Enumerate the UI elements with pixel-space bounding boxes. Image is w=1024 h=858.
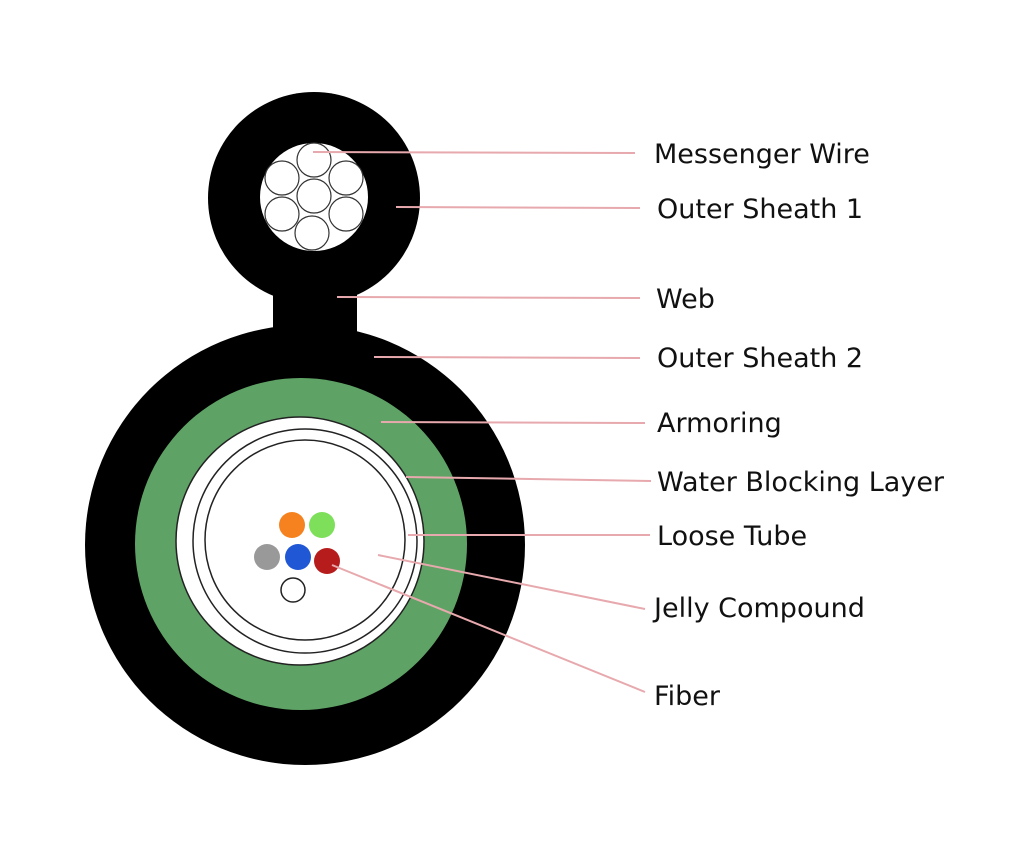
- label-web: Web: [656, 284, 715, 315]
- fiber-red: [314, 548, 340, 574]
- leader-lines: [312, 151, 652, 693]
- leader-line-outer-sheath-1: [395, 206, 641, 209]
- leader-line-outer-sheath-2: [373, 356, 641, 359]
- leader-line-jelly-compound: [377, 554, 646, 610]
- label-outer-sheath-1: Outer Sheath 1: [657, 194, 863, 225]
- fiber-orange: [279, 512, 305, 538]
- jelly-compound: [204, 439, 406, 641]
- leader-line-messenger-wire: [312, 151, 636, 154]
- label-jelly-compound: Jelly Compound: [652, 593, 865, 624]
- leader-line-web: [336, 296, 641, 299]
- messenger-strand: [296, 142, 332, 178]
- messenger-strand: [328, 160, 364, 196]
- label-loose-tube: Loose Tube: [657, 521, 807, 552]
- messenger-strand: [328, 196, 364, 232]
- leader-line-armoring: [380, 421, 646, 424]
- fibers: [254, 512, 340, 603]
- leader-line-fiber: [331, 564, 646, 693]
- leader-line-water-blocking-layer: [405, 476, 652, 482]
- label-fiber: Fiber: [654, 681, 721, 712]
- label-outer-sheath-2: Outer Sheath 2: [657, 343, 863, 374]
- label-messenger-wire: Messenger Wire: [654, 139, 870, 170]
- messenger-strand: [264, 160, 300, 196]
- messenger-wire-strands: [264, 142, 364, 251]
- fiber-green: [309, 512, 335, 538]
- label-armoring: Armoring: [657, 408, 782, 439]
- label-water-blocking-layer: Water Blocking Layer: [657, 467, 945, 498]
- fiber-white: [280, 577, 306, 603]
- messenger-strand: [294, 215, 330, 251]
- callout-labels: Messenger Wire Outer Sheath 1 Web Outer …: [652, 139, 945, 712]
- messenger-strand: [296, 178, 332, 214]
- messenger-strand: [264, 196, 300, 232]
- fiber-blue: [285, 544, 311, 570]
- fiber-gray: [254, 544, 280, 570]
